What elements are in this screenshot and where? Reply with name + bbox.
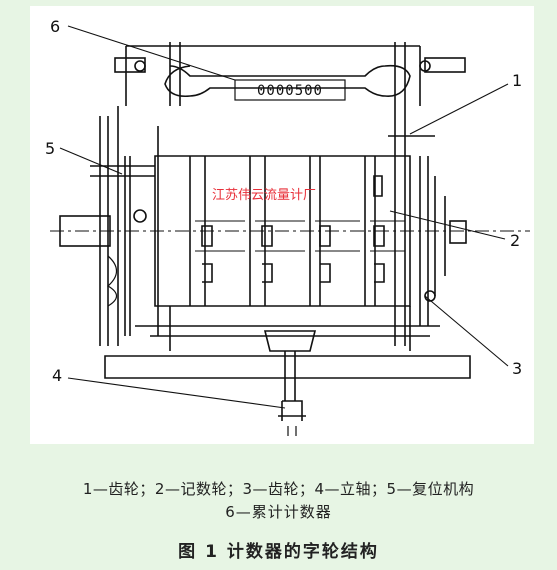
- counter-display: 0000500: [257, 83, 323, 99]
- cumulative-counter: 0000500: [114, 42, 466, 106]
- callout-5: 5: [45, 139, 55, 158]
- base-and-shaft: [104, 306, 471, 436]
- watermark-text: 江苏伟云流量计厂: [212, 187, 316, 203]
- callout-3: 3: [512, 359, 522, 378]
- figure-panel: 0000500: [30, 6, 534, 444]
- callouts: 6 1 5 2 3 4: [45, 17, 522, 409]
- legend-line-1: 1—齿轮；2—记数轮；3—齿轮；4—立轴；5—复位机构: [82, 480, 475, 498]
- figure-title: 图 1 计数器的字轮结构: [178, 542, 379, 562]
- right-gear-train: [388, 106, 467, 346]
- legend-line-2: 6—累计计数器: [225, 503, 332, 521]
- callout-4: 4: [52, 366, 62, 385]
- left-gear-train: [50, 106, 530, 346]
- callout-2: 2: [510, 231, 520, 250]
- callout-1: 1: [512, 71, 522, 90]
- counter-wheel-diagram: 0000500: [45, 17, 530, 436]
- callout-6: 6: [50, 17, 60, 36]
